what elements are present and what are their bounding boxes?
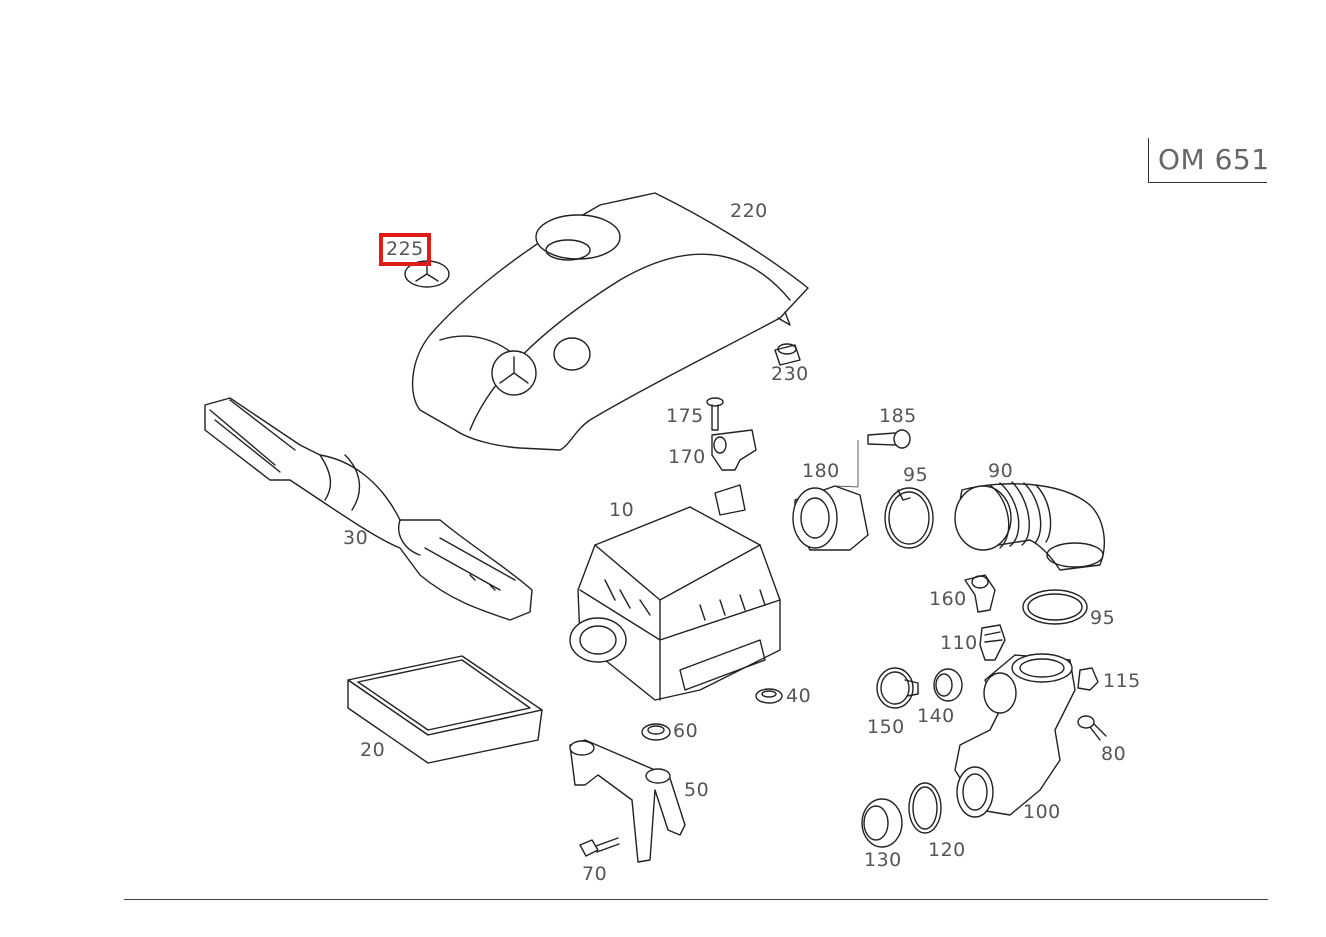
clip-part-160[interactable]: [964, 574, 996, 613]
engine-code-frame: [1148, 138, 1267, 183]
part-label-30[interactable]: 30: [343, 527, 369, 549]
part-label-230[interactable]: 230: [771, 363, 809, 385]
screw-part-185[interactable]: [867, 429, 911, 449]
part-label-120[interactable]: 120: [928, 839, 966, 861]
bellows-hose-part-90[interactable]: [954, 481, 1105, 571]
part-label-110[interactable]: 110: [940, 632, 978, 654]
seal-ring-part-140[interactable]: [933, 668, 963, 702]
part-label-100[interactable]: 100: [1023, 801, 1061, 823]
footer-divider: [124, 899, 1268, 900]
part-label-60[interactable]: 60: [673, 720, 699, 742]
clamp-part-150[interactable]: [876, 667, 919, 709]
part-label-130[interactable]: 130: [864, 849, 902, 871]
part-label-225-highlighted[interactable]: 225: [379, 233, 431, 266]
part-label-180[interactable]: 180: [802, 460, 840, 482]
emblem-part-225[interactable]: [404, 260, 450, 288]
intake-duct-part-30[interactable]: [204, 397, 533, 621]
part-label-160[interactable]: 160: [929, 588, 967, 610]
grommet-part-230[interactable]: [774, 343, 801, 366]
part-label-95-upper[interactable]: 95: [903, 464, 929, 486]
part-label-95-lower[interactable]: 95: [1090, 607, 1116, 629]
air-mass-sensor-part-180[interactable]: [792, 485, 869, 551]
part-label-40[interactable]: 40: [786, 685, 812, 707]
part-label-50[interactable]: 50: [684, 779, 710, 801]
filter-element-part-20[interactable]: [347, 655, 543, 764]
part-label-70[interactable]: 70: [582, 863, 608, 885]
part-label-220[interactable]: 220: [730, 200, 768, 222]
part-label-170[interactable]: 170: [668, 446, 706, 468]
part-label-175[interactable]: 175: [666, 405, 704, 427]
part-label-115[interactable]: 115: [1103, 670, 1141, 692]
screw-part-175[interactable]: [706, 397, 724, 431]
intake-pipe-part-100[interactable]: [954, 653, 1076, 818]
part-label-20[interactable]: 20: [360, 739, 386, 761]
part-label-185[interactable]: 185: [879, 405, 917, 427]
grommet-part-60[interactable]: [641, 723, 671, 741]
sensor-part-170[interactable]: [711, 429, 757, 471]
engine-code-label: OM 651: [1158, 143, 1270, 176]
seal-ring-part-130[interactable]: [861, 798, 903, 848]
clip-part-115[interactable]: [1077, 667, 1099, 691]
bolt-part-70[interactable]: [579, 837, 620, 857]
engine-cover-part-220[interactable]: [411, 192, 809, 451]
grommet-part-40[interactable]: [755, 688, 783, 704]
bolt-part-80[interactable]: [1077, 715, 1107, 741]
clamp-part-95-lower[interactable]: [1022, 589, 1088, 625]
part-label-90[interactable]: 90: [988, 460, 1014, 482]
part-label-80[interactable]: 80: [1101, 743, 1127, 765]
part-label-150[interactable]: 150: [867, 716, 905, 738]
bracket-part-50[interactable]: [569, 739, 686, 863]
clamp-part-95-upper[interactable]: [884, 487, 934, 549]
clamp-part-120[interactable]: [908, 782, 942, 834]
valve-part-110[interactable]: [979, 624, 1006, 661]
part-label-10[interactable]: 10: [609, 499, 635, 521]
part-label-140[interactable]: 140: [917, 705, 955, 727]
air-filter-housing-part-10[interactable]: [569, 484, 781, 701]
